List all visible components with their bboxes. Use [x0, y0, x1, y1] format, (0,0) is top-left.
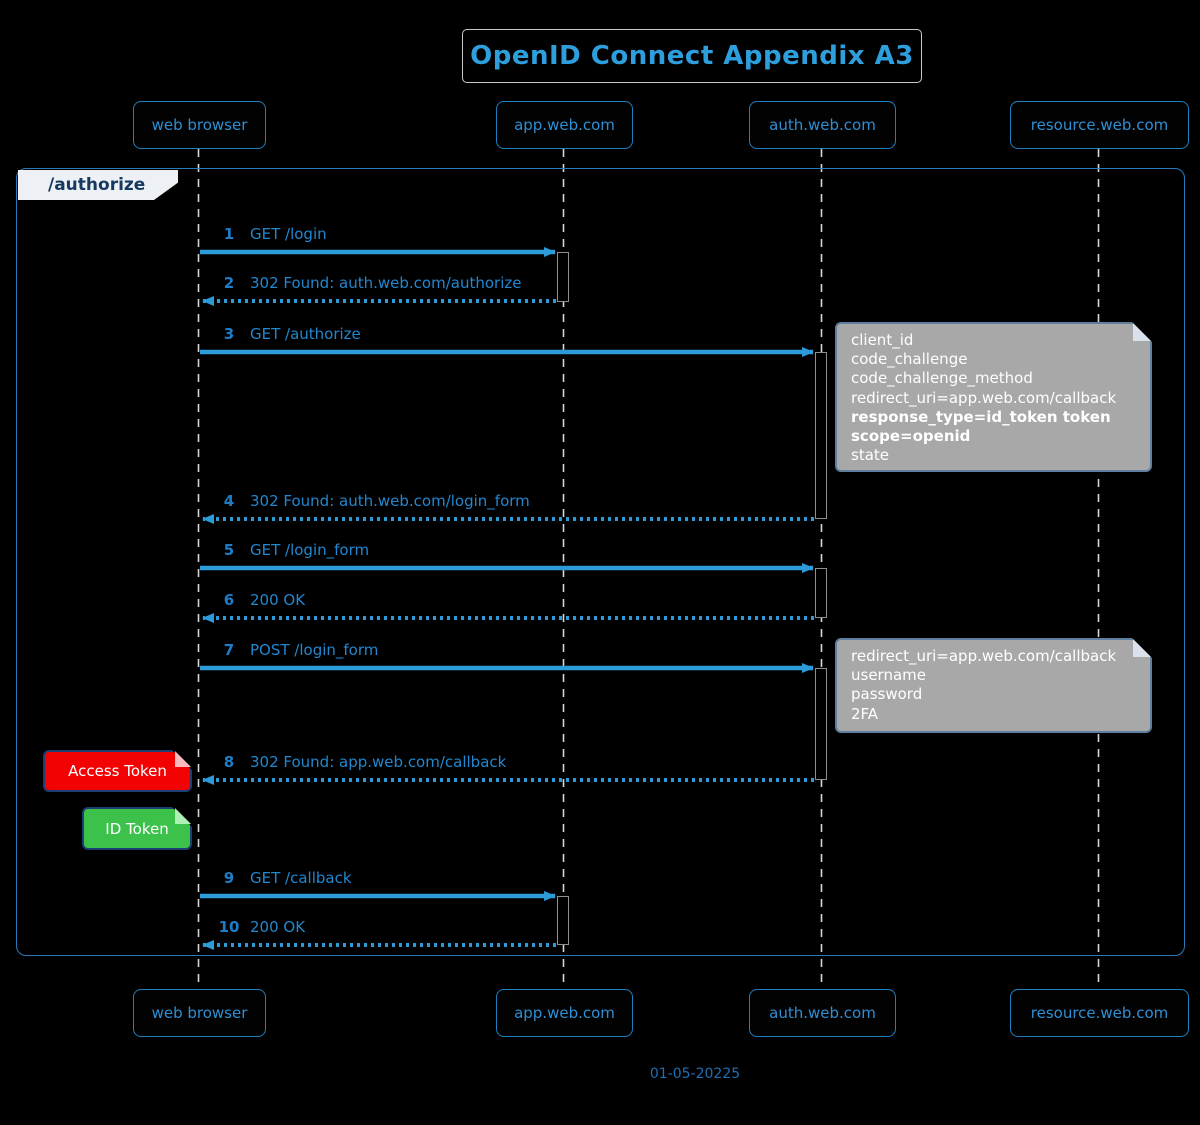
participant-bottom-web-browser: web browser	[133, 989, 266, 1037]
message-10: 10 200 OK	[218, 918, 305, 938]
message-number: 7	[223, 641, 235, 659]
participant-bottom-app-web-com: app.web.com	[496, 989, 633, 1037]
authorize-frame: /authorize	[16, 168, 1185, 956]
message-number: 9	[223, 869, 235, 887]
activation-auth-3	[815, 668, 827, 780]
message-text: GET /callback	[250, 869, 352, 887]
diagram-title-box: OpenID Connect Appendix A3	[462, 29, 922, 83]
frame-label: /authorize	[18, 170, 178, 200]
message-number: 1	[223, 225, 235, 243]
message-number: 6	[223, 591, 235, 609]
participant-top-web-browser: web browser	[133, 101, 266, 149]
note-line: password	[851, 685, 923, 704]
participant-top-auth-web-com: auth.web.com	[749, 101, 896, 149]
participant-label: app.web.com	[514, 116, 615, 134]
message-8: 8 302 Found: app.web.com/callback	[218, 753, 507, 773]
message-text: GET /login_form	[250, 541, 370, 559]
note-line: state	[851, 446, 889, 465]
note-label: ID Token	[105, 819, 169, 838]
participant-bottom-auth-web-com: auth.web.com	[749, 989, 896, 1037]
message-9: 9 GET /callback	[218, 869, 352, 889]
message-text: GET /authorize	[250, 325, 361, 343]
note-line: redirect_uri=app.web.com/callback	[851, 388, 1117, 407]
activation-auth-1	[815, 352, 827, 519]
note-line: 2FA	[851, 704, 879, 723]
message-7: 7 POST /login_form	[218, 641, 379, 661]
reply-arrows	[202, 296, 814, 950]
message-text: POST /login_form	[250, 641, 379, 659]
participant-top-app-web-com: app.web.com	[496, 101, 633, 149]
participant-label: app.web.com	[514, 1004, 615, 1022]
note-body: redirect_uri=app.web.com/callback userna…	[837, 640, 1150, 731]
note-id-token: ID Token	[82, 807, 192, 850]
participant-label: resource.web.com	[1030, 1004, 1169, 1022]
date-caption: 01-05-20225	[649, 1066, 741, 1082]
note-authorize-params: client_id code_challenge code_challenge_…	[835, 322, 1152, 472]
message-1: 1 GET /login	[218, 225, 327, 245]
message-number: 10	[218, 918, 240, 936]
participant-label: web browser	[151, 116, 248, 134]
message-text: 200 OK	[250, 918, 306, 936]
message-3: 3 GET /authorize	[218, 325, 361, 345]
message-6: 6 200 OK	[218, 591, 305, 611]
participant-label: web browser	[151, 1004, 248, 1022]
participant-bottom-resource-web-com: resource.web.com	[1010, 989, 1189, 1037]
message-text: 200 OK	[250, 591, 306, 609]
participant-top-resource-web-com: resource.web.com	[1010, 101, 1189, 149]
message-5: 5 GET /login_form	[218, 541, 369, 561]
message-number: 2	[223, 274, 235, 292]
message-text: GET /login	[250, 225, 327, 243]
message-text: 302 Found: auth.web.com/login_form	[250, 492, 530, 510]
note-line: redirect_uri=app.web.com/callback	[851, 647, 1117, 665]
diagram-title: OpenID Connect Appendix A3	[470, 41, 914, 71]
message-2: 2 302 Found: auth.web.com/authorize	[218, 274, 522, 294]
note-line: code_challenge	[851, 350, 968, 369]
activation-auth-2	[815, 568, 827, 618]
note-line: response_type=id_token token	[851, 407, 1111, 426]
note-line: username	[851, 666, 926, 685]
participant-label: auth.web.com	[769, 1004, 876, 1022]
message-4: 4 302 Found: auth.web.com/login_form	[218, 492, 530, 512]
request-arrows	[200, 247, 814, 901]
note-access-token: Access Token	[43, 750, 192, 792]
note-body: client_id code_challenge code_challenge_…	[837, 324, 1150, 472]
note-login-credentials: redirect_uri=app.web.com/callback userna…	[835, 638, 1152, 733]
message-text: 302 Found: app.web.com/callback	[250, 753, 507, 771]
note-line: scope=openid	[851, 427, 971, 446]
message-text: 302 Found: auth.web.com/authorize	[250, 274, 522, 292]
message-number: 8	[223, 753, 235, 771]
message-number: 4	[223, 492, 235, 510]
message-number: 5	[223, 541, 235, 559]
participant-label: auth.web.com	[769, 116, 876, 134]
note-line: client_id	[851, 331, 914, 349]
note-line: code_challenge_method	[851, 369, 1033, 388]
activation-app-1	[557, 252, 569, 302]
note-label: Access Token	[68, 762, 167, 780]
message-number: 3	[223, 325, 235, 343]
participant-label: resource.web.com	[1030, 116, 1169, 134]
activation-app-2	[557, 896, 569, 945]
